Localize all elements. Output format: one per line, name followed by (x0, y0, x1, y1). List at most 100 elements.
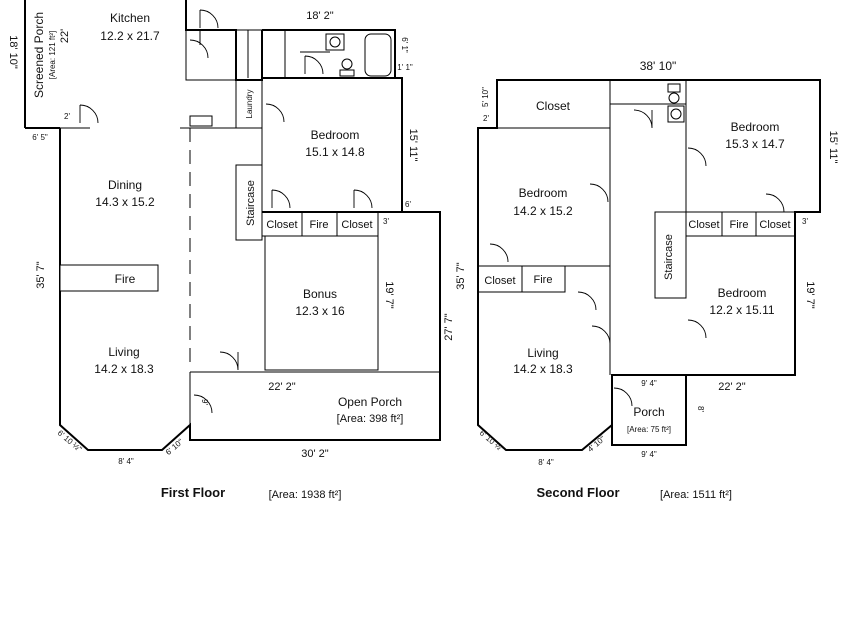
door-swing (199, 9, 219, 29)
sink-basin (670, 108, 682, 120)
kitchen-counter (189, 115, 213, 127)
bedroom-ne-size: 15.3 x 14.7 (725, 137, 785, 151)
west-bedroom-wall (478, 265, 610, 293)
second-floor-plan: Closet Bedroom 15.3 x 14.7 Bedroom 14.2 … (455, 59, 839, 501)
door-swing (189, 39, 209, 59)
dim-porch-gap: 6' 5" (32, 133, 48, 142)
hallway-wall (609, 128, 687, 375)
door-swing (577, 291, 597, 311)
first-floor-fireplace (59, 264, 159, 292)
door-swing (589, 183, 609, 203)
staircase-outline (654, 211, 687, 299)
bathtub (364, 33, 392, 77)
bath-fixture-lines (284, 30, 330, 78)
toilet-tank (667, 83, 681, 93)
bedroom-ne-name: Bedroom (731, 120, 780, 134)
dim-bath-depth: 6' 1" (400, 37, 409, 53)
closet-label: Closet (341, 219, 372, 231)
dim-bay-left: 6' 10 ½" (478, 428, 506, 454)
bedroom-e-name: Bedroom (718, 286, 767, 300)
staircase-label: Staircase (663, 234, 675, 280)
closet-top-label: Closet (536, 99, 571, 113)
dim-west-length: 35' 7" (455, 262, 467, 290)
dim-screened-porch-width: 22' (59, 29, 71, 43)
first-floor-plan: Kitchen 12.2 x 21.7 Bedroom 15.1 x 14.8 … (7, 0, 455, 501)
bedroom-name: Bedroom (311, 128, 360, 142)
closet-label: Closet (688, 219, 719, 231)
dim-screened-porch-length: 18' 10" (7, 35, 19, 69)
dim-top: 18' 2" (306, 10, 334, 22)
living-size: 14.2 x 18.3 (94, 362, 154, 376)
dim-closet-offset: 3' (383, 217, 389, 226)
dim-bay-right: 6' 10" (164, 437, 185, 457)
toilet-bowl (668, 92, 680, 104)
porch-area: [Area: 75 ft²] (627, 425, 671, 434)
screened-porch-wall (24, 0, 60, 129)
closet-label: Closet (266, 219, 297, 231)
open-porch-area: [Area: 398 ft²] (337, 413, 404, 425)
first-floor-outer-wall (59, 0, 441, 451)
dim-bay-front: 8' 4" (118, 457, 134, 466)
sink (325, 33, 345, 51)
dim-bonus-length: 19' 7" (383, 281, 395, 309)
door-swing (591, 325, 611, 345)
dim-bottom: 30' 2" (301, 448, 329, 460)
kitchen-name: Kitchen (110, 11, 150, 25)
toilet-tank (339, 69, 355, 77)
dim-porch-width: 22' 2" (268, 381, 296, 393)
dim-east-length: 19' 7" (804, 281, 816, 309)
dim-porch-offset: 2' (64, 112, 70, 121)
dim-south-width: 22' 2" (718, 381, 746, 393)
dim-bay-right: 4' 10" (586, 434, 607, 454)
dim-porch-depth: 9' (200, 399, 209, 405)
living-name: Living (108, 345, 139, 359)
closet-label: Closet (759, 219, 790, 231)
bedroom-size: 15.1 x 14.8 (305, 145, 365, 159)
dim-west-length: 35' 7" (35, 261, 47, 289)
screened-porch-area: [Area: 121 ft²] (48, 31, 57, 79)
fireplace-label: Fire (730, 219, 749, 231)
dim-bay-front: 8' 4" (538, 458, 554, 467)
fireplace-label: Fire (115, 272, 136, 286)
dim-bath-offset: 1' 1" (397, 63, 413, 72)
sink (667, 105, 685, 123)
open-porch-name: Open Porch (338, 395, 402, 409)
staircase-label: Staircase (245, 180, 257, 226)
second-floor-porch-wall (611, 375, 687, 446)
door-swing (489, 243, 509, 263)
door-swing (193, 394, 213, 414)
door-swing (271, 189, 291, 209)
door-swing (765, 193, 785, 213)
dim-porch-depth: 8' (696, 406, 705, 412)
dim-porch-width: 9' 4" (641, 379, 657, 388)
first-floor-closet-strip (261, 212, 379, 237)
dim-closet-offset: 2' (483, 114, 489, 123)
door-swing (79, 104, 99, 124)
porch-name: Porch (633, 405, 664, 419)
dim-bedroom-offset: 6' (405, 200, 411, 209)
door-swing (687, 319, 707, 339)
dining-name: Dining (108, 178, 142, 192)
door-swing (265, 103, 285, 123)
open-porch-line (189, 371, 440, 440)
door-swing (353, 189, 373, 209)
second-floor-caption: Second Floor (536, 485, 619, 500)
bonus-room-wall (264, 236, 379, 371)
kitchen-pantry-lines (185, 29, 262, 81)
door-swing (613, 387, 633, 407)
dim-porch-bottom: 9' 4" (641, 450, 657, 459)
bonus-name: Bonus (303, 287, 337, 301)
dim-east-offset: 3' (802, 217, 808, 226)
living-name: Living (527, 346, 558, 360)
door-swing (219, 351, 239, 371)
closet-label: Closet (484, 275, 515, 287)
second-floor-area: [Area: 1511 ft²] (660, 489, 732, 501)
sink-basin (329, 36, 341, 48)
screened-porch-name: Screened Porch (32, 12, 46, 98)
bedroom-w-size: 14.2 x 15.2 (513, 204, 573, 218)
door-swing (304, 55, 324, 75)
dim-bedroom-depth: 15' 11" (407, 129, 419, 162)
toilet-bowl (341, 58, 353, 70)
bathroom-wall (261, 29, 402, 79)
